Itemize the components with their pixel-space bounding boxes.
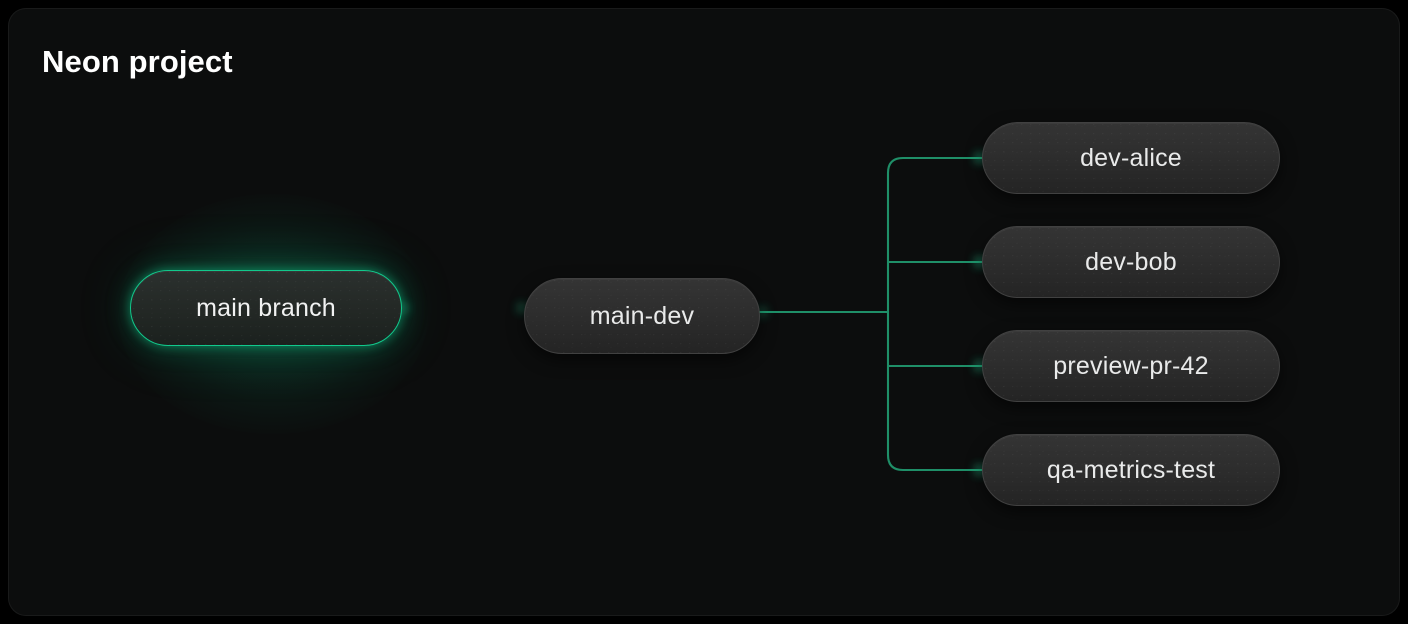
branch-node-dev-bob[interactable]: dev-bob: [982, 226, 1280, 298]
branch-node-preview-pr-42[interactable]: preview-pr-42: [982, 330, 1280, 402]
edge-main-dev-to-trunk: [758, 308, 890, 316]
page-title: Neon project: [42, 44, 233, 79]
edge-trunk-to-preview-pr-42: [886, 362, 984, 370]
edge-trunk-to-dev-alice: [886, 154, 984, 175]
edge-trunk-to-qa-metrics-test: [886, 453, 984, 474]
branch-diagram: main branch main-dev dev-alice dev-bob p…: [8, 8, 1400, 616]
branch-node-dev-alice[interactable]: dev-alice: [982, 122, 1280, 194]
branch-node-main-branch[interactable]: main branch: [130, 270, 402, 346]
edge-main-branch-to-main-dev: [400, 304, 526, 312]
branch-node-qa-metrics-test[interactable]: qa-metrics-test: [982, 434, 1280, 506]
project-diagram-card: Neon project: [8, 8, 1400, 616]
branch-node-main-dev[interactable]: main-dev: [524, 278, 760, 354]
edge-trunk-to-dev-bob: [886, 258, 984, 266]
